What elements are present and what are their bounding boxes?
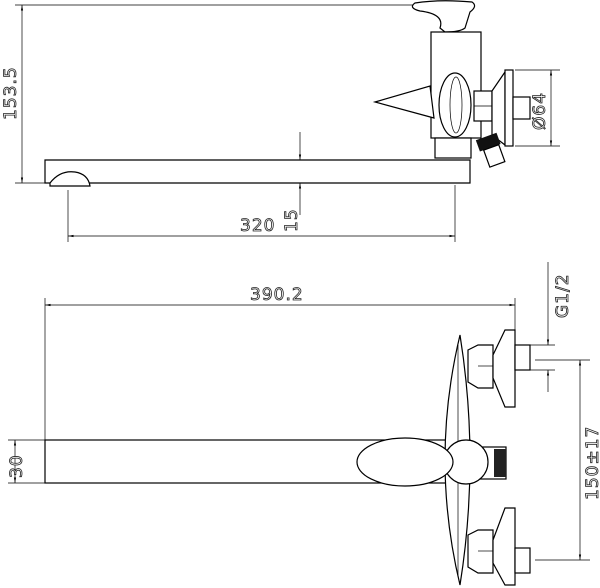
thread-label: G1/2 bbox=[553, 273, 573, 318]
spout-coupling bbox=[434, 137, 472, 159]
flange-diameter-label: Ø64 bbox=[530, 92, 550, 130]
front-view: 390.2 30 G1/2 150±1 bbox=[7, 262, 600, 586]
top-view: 153.5 Ø64 15 320 bbox=[1, 0, 560, 242]
shower-outlet bbox=[475, 132, 506, 168]
lower-flange bbox=[492, 507, 516, 586]
spout-thickness-label: 15 bbox=[282, 208, 302, 232]
wall-flange bbox=[504, 69, 514, 147]
lower-nut bbox=[467, 529, 494, 574]
lower-inlet-pipe bbox=[514, 547, 531, 574]
diverter-knob bbox=[438, 72, 472, 138]
overall-length-label: 390.2 bbox=[250, 285, 304, 305]
upper-flange bbox=[492, 329, 516, 408]
handle-lever bbox=[356, 437, 454, 487]
spout-height-label: 30 bbox=[7, 454, 27, 478]
height-label: 153.5 bbox=[1, 66, 21, 120]
diverter-cone bbox=[372, 85, 435, 119]
handle-lever bbox=[411, 0, 476, 33]
spout-length-label: 320 bbox=[240, 216, 275, 236]
upper-nut bbox=[467, 344, 494, 389]
aerator-outlet bbox=[49, 171, 91, 187]
upper-inlet-pipe bbox=[514, 344, 531, 371]
inlet-pipe bbox=[512, 96, 531, 120]
spout bbox=[44, 159, 471, 184]
center-distance-label: 150±17 bbox=[583, 426, 600, 500]
diverter-slot bbox=[449, 76, 463, 134]
